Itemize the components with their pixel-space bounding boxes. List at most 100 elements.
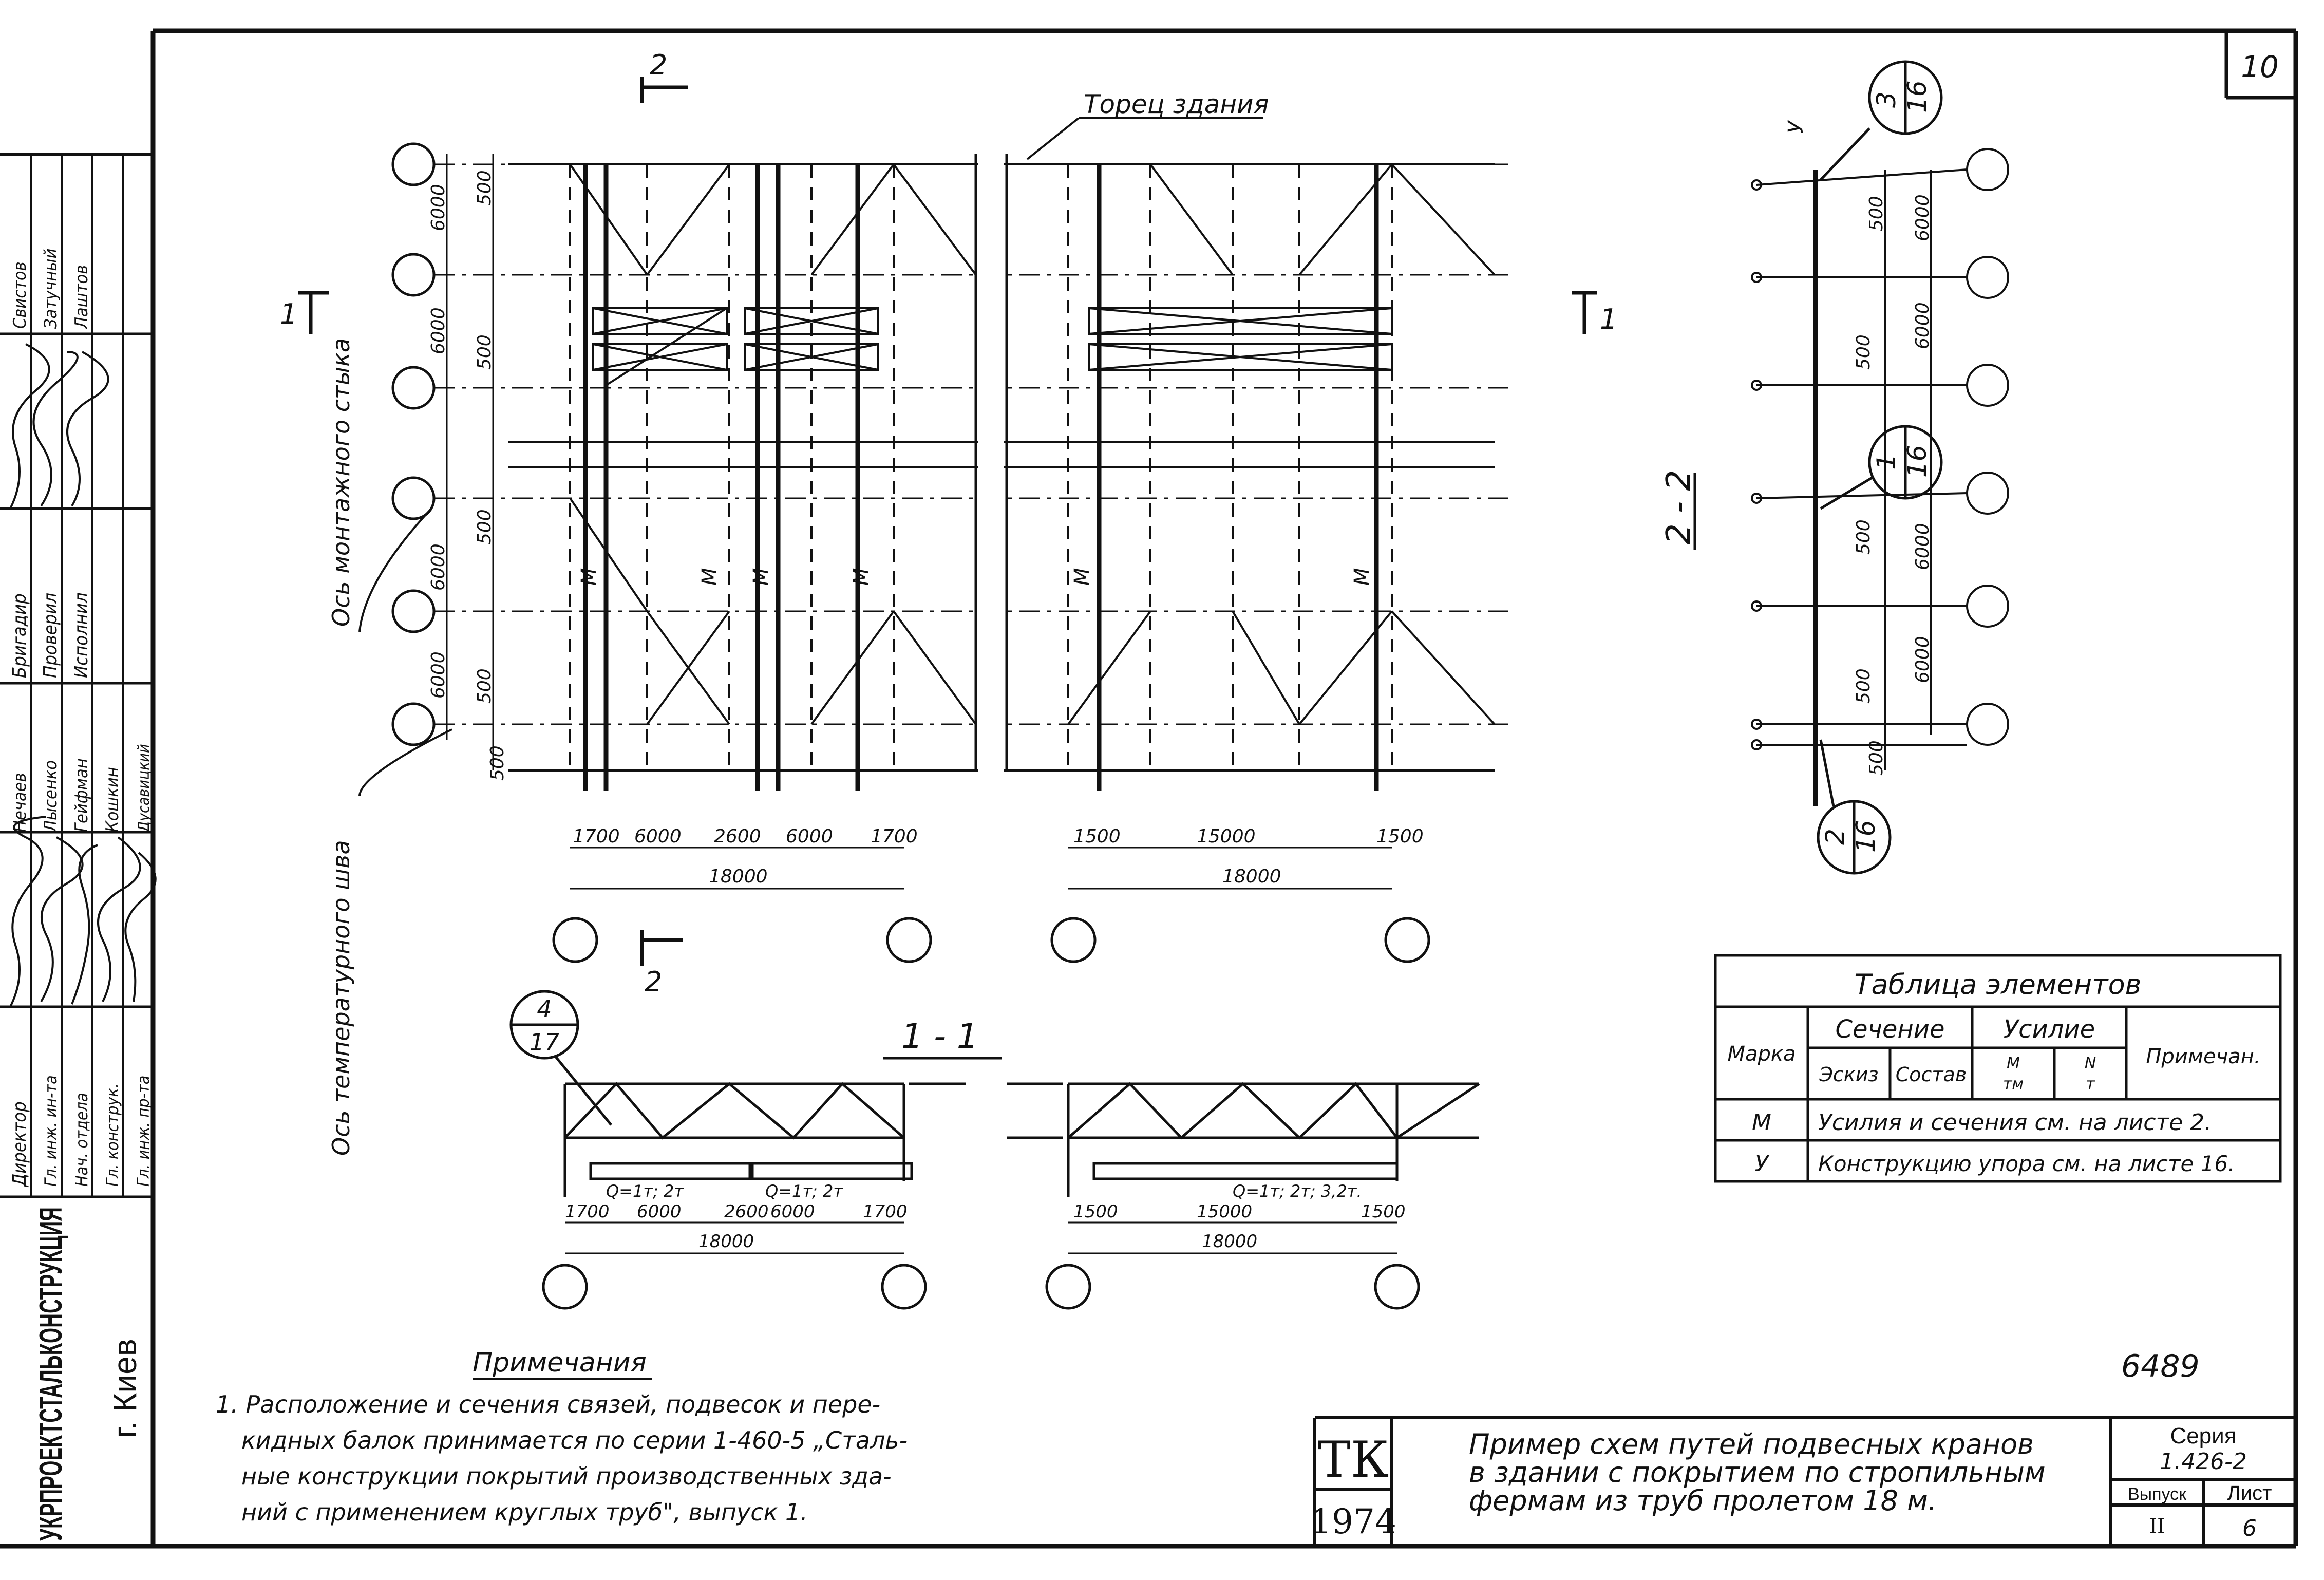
bottom-dim-l-1: 1700 <box>573 826 620 847</box>
s11-dim-l-1: 1700 <box>565 1201 610 1222</box>
s11-callout-bottom: 17 <box>530 1028 560 1056</box>
bottom-dim-l-2: 6000 <box>634 826 682 847</box>
table-row2-text: Конструкцию упора см. на листе 16. <box>1818 1151 2235 1176</box>
s22-dim-4: 500 <box>1853 334 1874 370</box>
s11-dim-l-5: 1700 <box>863 1201 908 1222</box>
table-sub-n: N <box>2085 1055 2096 1073</box>
bottom-dim-l-3: 2600 <box>714 826 761 847</box>
stamp-name2-1: Свистов <box>10 261 30 329</box>
table-sub-m: М <box>2007 1055 2020 1073</box>
stamp-name-2: Лысенко <box>41 760 61 833</box>
stamp-name-4: Кошкин <box>102 767 123 832</box>
table-sub-sketch: Эскиз <box>1819 1063 1878 1086</box>
stamp-name-5: Дусавицкий <box>135 744 153 833</box>
signatures <box>9 343 157 1007</box>
left-inner-dim-4: 500 <box>474 668 495 704</box>
section-mark-1-left: 1 <box>280 298 297 330</box>
stamp-role-3: Нач. отдела <box>72 1093 91 1187</box>
notes-line-3: ные конструкции покрытий производственны… <box>241 1462 892 1490</box>
bottom-dim-l-5: 1700 <box>871 826 918 847</box>
series-label: Серия <box>2170 1423 2236 1449</box>
s22-mark: У <box>1784 120 1808 134</box>
s11-load-left-1: Q=1т; 2т <box>606 1181 684 1201</box>
s11-dim-r-3: 1500 <box>1361 1201 1406 1222</box>
stamp-name2-3: Лаштов <box>71 265 92 329</box>
s22-dim-5: 500 <box>1853 519 1874 555</box>
stamp-city: г. Киев <box>106 1339 143 1438</box>
title-description-2: в здании с покрытием по стропильным <box>1469 1456 2046 1489</box>
s22-callout2-bottom: 16 <box>1902 445 1932 478</box>
table-row1-mark: М <box>1752 1109 1771 1136</box>
section-mark-2-top: 2 <box>650 49 667 81</box>
s22-callout1-bottom: 16 <box>1902 80 1932 113</box>
sheet-label: Лист <box>2227 1482 2272 1504</box>
s11-dim-r-2: 15000 <box>1197 1201 1252 1222</box>
left-inner-dim-1: 500 <box>474 170 495 205</box>
issue-label: Выпуск <box>2128 1484 2187 1504</box>
table-row1-text: Усилия и сечения см. на листе 2. <box>1818 1109 2212 1136</box>
s22-dim-7: 6000 <box>1912 636 1933 683</box>
left-inner-dim-3: 500 <box>474 509 495 544</box>
mounting-joint-axis-label: Ось монтажного стыка <box>327 338 355 627</box>
left-dim-2: 6000 <box>428 307 449 354</box>
table-row2-mark: У <box>1755 1151 1770 1177</box>
s22-dim-2: 6000 <box>1912 194 1933 241</box>
s22-callout2-top: 1 <box>1872 454 1901 470</box>
s22-dim-6: 6000 <box>1912 523 1933 570</box>
beam-mark-6: М <box>1350 568 1374 586</box>
table-title: Таблица элементов <box>1855 968 2142 1001</box>
series-value: 1.426-2 <box>2160 1449 2247 1475</box>
table-sub-m-unit: тм <box>2003 1075 2024 1093</box>
bottom-dim-r-1: 1500 <box>1073 826 1121 847</box>
left-inner-dim-2: 500 <box>474 334 495 370</box>
s11-load-right: Q=1т; 2т; 3,2т. <box>1233 1181 1362 1201</box>
stamp-name-3: Гейфман <box>71 758 92 832</box>
s11-dim-l-3: 2600 <box>724 1201 769 1222</box>
notes: Примечания 1. Расположение и сечения свя… <box>216 1347 908 1526</box>
table-sub-composition: Состав <box>1896 1063 1967 1086</box>
table-col-force: Усилие <box>2004 1015 2095 1044</box>
stamp-org: УКРПРОЕКТСТАЛЬКОНСТРУКЦИЯ <box>33 1207 69 1541</box>
s11-total-right: 18000 <box>1202 1231 1257 1252</box>
s22-dim-8: 500 <box>1853 668 1874 704</box>
side-stamp: Директор Гл. инж. ин-та Нач. отдела Гл. … <box>0 153 157 1541</box>
s11-total-left: 18000 <box>698 1231 754 1252</box>
s22-dim-1: 500 <box>1866 196 1887 231</box>
bottom-dim-l-4: 6000 <box>786 826 833 847</box>
stamp-role2-2: Проверил <box>40 593 61 678</box>
table-col-note: Примечан. <box>2146 1045 2260 1068</box>
notes-title: Примечания <box>473 1347 647 1378</box>
stamp-tk: ТК <box>1318 1431 1389 1489</box>
section-1-1: 1 - 1 4 17 Q=1т; 2т <box>509 990 1480 1310</box>
end-wall-label: Торец здания <box>1084 89 1269 119</box>
beam-mark-4: М <box>849 568 873 586</box>
stamp-role-5: Гл. инж. пр-та <box>134 1076 153 1187</box>
notes-line-4: ний с применением круглых труб", выпуск … <box>241 1498 808 1526</box>
section-11-title: 1 - 1 <box>901 1017 978 1056</box>
drawing-number: 6489 <box>2121 1348 2200 1384</box>
title-description-3: фермам из труб пролетом 18 м. <box>1469 1484 1937 1517</box>
bottom-total-left: 18000 <box>709 866 768 887</box>
s22-callout3-bottom: 16 <box>1851 820 1881 853</box>
stamp-role2-1: Бригадир <box>9 593 30 678</box>
bottom-total-right: 18000 <box>1222 866 1281 887</box>
table-col-mark: Марка <box>1727 1042 1796 1066</box>
section-22-title: 2 - 2 <box>1660 470 1698 544</box>
s11-dim-l-4: 6000 <box>770 1201 815 1222</box>
stamp-role-1: Директор <box>9 1101 30 1188</box>
s22-dim-9: 500 <box>1866 740 1887 776</box>
stamp-role-4: Гл. конструк. <box>103 1083 122 1187</box>
section-mark-2-bottom: 2 <box>645 966 662 998</box>
s22-dim-3: 6000 <box>1912 302 1933 349</box>
section-2-2: 2 - 2 500 6000 6000 500 500 <box>1660 60 2009 875</box>
s11-dim-r-1: 1500 <box>1073 1201 1118 1222</box>
notes-line-1: 1. Расположение и сечения связей, подвес… <box>216 1390 880 1418</box>
stamp-year: 1974 <box>1310 1502 1396 1541</box>
sheet-value: 6 <box>2242 1515 2257 1541</box>
beam-mark-3: М <box>749 568 773 586</box>
s22-callout3-top: 2 <box>1820 829 1850 845</box>
section-mark-1-right: 1 <box>1600 303 1617 335</box>
stamp-role-2: Гл. инж. ин-та <box>41 1075 61 1187</box>
table-col-section: Сечение <box>1835 1015 1944 1044</box>
